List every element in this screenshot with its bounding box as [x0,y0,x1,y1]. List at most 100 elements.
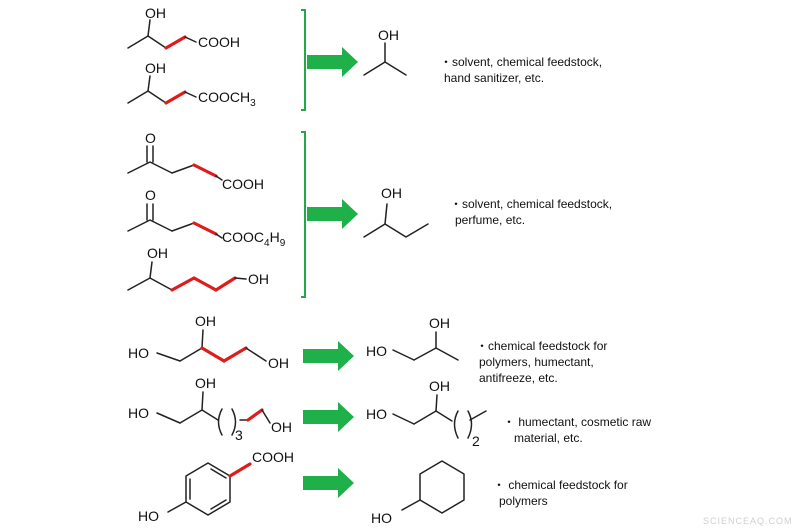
substrate-1-4-pentanediol: OH OH [127,245,269,292]
carboxyl-bond [215,175,223,181]
carboxyl-label: COOH [198,34,240,50]
benzene-ring [185,462,231,516]
hydroxyl-label-top: OH [195,375,216,391]
reaction-group-1: OH COOH OH COOCH3 OH ・solvent, chemical … [127,5,602,111]
reaction-arrow [307,47,358,77]
repeat-count: 3 [235,427,243,443]
carboxyl-label: COOH [252,449,294,465]
product-cyclohexanol: HO [371,460,465,526]
repeat-paren-open [217,408,223,436]
substrate-1-2-4-butanetriol: HO OH OH [128,313,289,371]
hydroxyl-bond [167,501,187,513]
ester-subscript: 3 [250,98,256,109]
cleaved-bond-3 [214,276,237,292]
cleaved-bond [192,163,218,178]
hydroxyl-label-top: OH [429,315,450,331]
use-line-3: antifreeze, etc. [479,371,558,385]
repeat-count: 2 [472,433,480,449]
hydroxyl-label-right: OH [268,355,289,371]
cleaved-bond [246,408,264,422]
chain-bond [171,222,195,232]
cleaved-bond [228,462,252,478]
use-line-2: polymers, humectant, [479,355,594,369]
chain-bond-1 [156,412,181,424]
hydroxyl-label: HO [138,508,159,524]
carbonyl-label: O [145,187,156,203]
product-2-propanol: OH [363,27,407,76]
use-line-1: ・chemical feedstock for [476,339,607,353]
use-line-1: ・solvent, chemical feedstock, [440,55,602,69]
terminal-hydroxyl-label: OH [248,271,269,287]
substrate-butyl-levulinate: O COOC4H9 [127,187,286,249]
terminal-bond [234,277,247,280]
reaction-arrow [303,402,354,432]
hydroxyl-label-left: HO [128,405,149,421]
substrate-methyl-3-hydroxybutyrate: OH COOCH3 [127,60,256,109]
chain-bond [171,164,195,174]
product-long-chain-diol: 2 HO OH [366,378,487,449]
hydroxyl-bond [401,499,421,511]
chain-bond-2 [413,347,437,361]
hydroxyl-label-left: HO [128,345,149,361]
terminal-bond [261,409,271,424]
chain-bond-2 [413,410,437,425]
group-bracket [301,131,306,298]
use-line-1: ・ humectant, cosmetic raw [503,415,651,429]
use-line-2: perfume, etc. [455,213,525,227]
use-line-2: material, etc. [514,431,583,445]
chain-bonds [127,90,167,104]
ester-main-label: COOC [222,229,264,245]
reaction-group-4: 3 HO OH OH 2 HO OH ・ humectant, cosmetic… [128,375,651,449]
use-line-1: ・solvent, chemical feedstock, [450,197,612,211]
chain-bonds [363,223,429,238]
product-2-butanol: OH [363,185,429,238]
ester-subscript-b: 9 [280,238,286,249]
use-line-1: ・ chemical feedstock for [493,478,628,492]
carboxyl-bond [184,36,197,43]
hydroxyl-label-top: OH [195,313,216,329]
cleaved-bond-1 [170,276,196,292]
terminal-bond [245,347,267,362]
hydroxyl-label-left: HO [366,406,387,422]
hydroxyl-label-right: OH [271,419,292,435]
reaction-arrow [307,199,358,229]
reaction-group-2: O COOH O COOC4H9 OH OH OH [127,130,612,298]
watermark: SCIENCEAQ.COM [703,516,793,526]
chain-bonds [127,277,173,291]
repeat-paren-close [231,408,237,436]
hydroxyl-bond [435,394,438,412]
reaction-group-3: HO OH OH HO OH ・chemical feedstock for p… [128,313,607,385]
hydroxyl-label: OH [147,245,168,261]
cleaved-bond [164,35,187,50]
cleaved-bond [192,221,218,236]
chain-bond-3 [201,409,219,421]
chain-bond-4 [469,410,487,421]
hydroxyl-label: HO [371,510,392,526]
cleaved-bond-1 [200,346,226,363]
carboxyl-label: COOH [222,176,264,192]
chain-bond-1 [156,352,181,362]
substrate-long-chain-triol: 3 HO OH OH [128,375,292,443]
reaction-arrow [303,468,354,498]
hydroxyl-label-top: OH [429,378,450,394]
hydroxyl-label-left: HO [366,343,387,359]
chain-bonds [127,161,173,174]
substrate-levulinic-acid: O COOH [127,130,264,192]
cleaved-bond-2 [192,276,218,292]
use-line-2: hand sanitizer, etc. [444,71,544,85]
ester-label: COOC4H9 [222,229,286,249]
cyclohexane-ring [419,460,465,514]
chain-bonds [127,35,167,49]
ester-label: COOCH3 [198,89,256,109]
group-bracket [301,9,306,111]
ester-bond [215,233,223,239]
use-line-2: polymers [499,494,548,508]
hydroxyl-bond [147,75,151,92]
chain-bond-2 [179,347,203,362]
ester-bond [184,91,197,98]
aromatic-double-bond-1 [210,468,227,479]
chain-bonds [127,219,173,232]
hydroxyl-label: OH [145,5,166,21]
carbonyl-label: O [145,130,156,146]
substrate-4-hydroxybenzoic-acid: COOH HO [138,449,294,524]
